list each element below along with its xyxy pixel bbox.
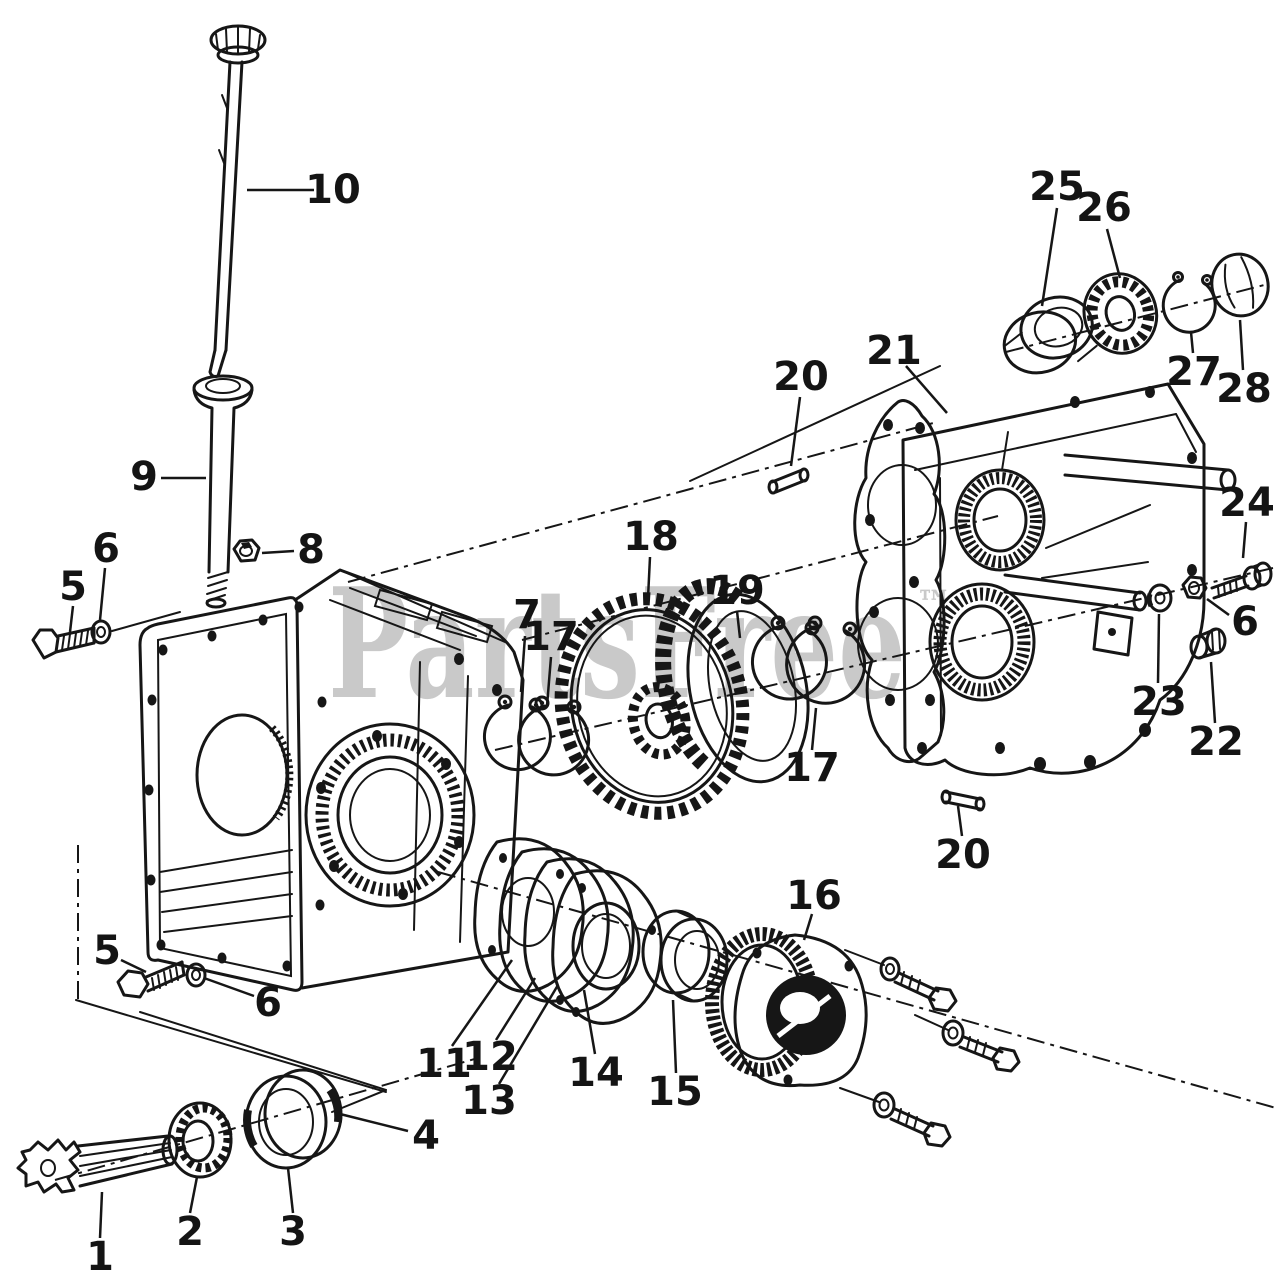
callout-25: 25 — [1029, 164, 1085, 210]
callout-17b: 17 — [784, 745, 840, 791]
callout-5a: 5 — [59, 564, 87, 610]
callout-4: 4 — [412, 1113, 440, 1159]
callout-leader-6b — [203, 976, 255, 998]
callout-leader-5a — [68, 605, 75, 633]
plug-22-drawing — [1189, 627, 1227, 660]
callout-leader-20b — [956, 805, 964, 837]
bearing-cup-3-drawing — [243, 1068, 343, 1170]
callout-17a: 17 — [523, 614, 579, 660]
callout-leader-17b — [810, 707, 818, 751]
callout-11: 11 — [416, 1041, 472, 1087]
callout-leader-2 — [188, 1176, 199, 1214]
callout-15: 15 — [647, 1069, 703, 1115]
callout-leader-12 — [494, 977, 537, 1041]
main-case-drawing — [138, 568, 525, 992]
callout-leader-7 — [519, 635, 527, 693]
callout-leader-19 — [735, 610, 742, 639]
callout-leader-24 — [1241, 521, 1248, 559]
callout-19: 19 — [709, 568, 765, 614]
callout-12: 12 — [462, 1034, 518, 1080]
callout-leader-11 — [450, 959, 514, 1047]
callout-leader-3 — [286, 1167, 295, 1214]
input-shaft-1-drawing — [16, 1134, 179, 1194]
callout-20b: 20 — [935, 832, 991, 878]
output-flange-16-drawing — [705, 927, 868, 1088]
callout-leader-8 — [261, 549, 295, 555]
bearing-cone-26-drawing — [1082, 272, 1159, 355]
rear-housing-drawing — [901, 382, 1237, 777]
washer-6-lower-drawing — [185, 962, 207, 988]
cap-28-drawing — [1210, 252, 1270, 318]
callout-28: 28 — [1216, 366, 1272, 412]
callout-leader-6a — [98, 567, 107, 621]
callout-leader-1 — [98, 1191, 104, 1239]
callout-5b: 5 — [93, 928, 121, 974]
stud-20-upper-drawing — [767, 467, 810, 495]
callout-1: 1 — [86, 1234, 114, 1280]
callout-leader-25 — [1040, 207, 1059, 307]
callout-7: 7 — [513, 592, 541, 638]
flange-bolts-drawing — [872, 956, 1021, 1148]
callout-leader-17a — [545, 656, 553, 707]
callout-leader-13 — [497, 984, 560, 1085]
bearing-2-drawing — [167, 1101, 233, 1179]
stud-20-lower-drawing — [940, 789, 986, 812]
callout-21: 21 — [866, 328, 922, 374]
callout-16: 16 — [786, 873, 842, 919]
callout-leader-21 — [905, 365, 948, 414]
callout-3: 3 — [279, 1209, 307, 1255]
nut-6-right-drawing — [1181, 575, 1208, 600]
dipstick-drawing — [208, 24, 267, 378]
callout-leader-15 — [671, 999, 678, 1074]
callout-20a: 20 — [773, 354, 829, 400]
snap-ring-17-right-pair-drawing — [750, 615, 867, 705]
callout-6c: 6 — [1231, 599, 1259, 645]
washer-23-drawing — [1146, 583, 1173, 613]
callout-14: 14 — [568, 1050, 624, 1096]
watermark-text: PartsFree — [328, 554, 906, 733]
gear-18-drawing — [554, 592, 750, 820]
callout-leader-28 — [1238, 319, 1245, 371]
callout-8: 8 — [297, 527, 325, 573]
callout-26: 26 — [1076, 185, 1132, 231]
washer-6-upper-drawing — [90, 619, 112, 645]
centerlines — [54, 283, 1276, 1181]
callout-leader-23 — [1156, 613, 1161, 684]
callout-18: 18 — [623, 514, 679, 560]
callout-6b: 6 — [254, 980, 282, 1026]
callout-leader-14 — [582, 989, 597, 1055]
callout-leader-22 — [1209, 661, 1217, 724]
callout-6a: 6 — [92, 526, 120, 572]
bolt-24-drawing — [1210, 561, 1273, 600]
callout-leader-6c — [1206, 597, 1230, 617]
callout-leader-20a — [789, 396, 802, 467]
callout-leader-26 — [1105, 228, 1122, 279]
callout-27: 27 — [1166, 349, 1222, 395]
snap-ring-27-drawing — [1161, 271, 1217, 334]
callout-leader-18 — [646, 556, 652, 599]
callout-13: 13 — [461, 1078, 517, 1124]
callout-23: 23 — [1131, 679, 1187, 725]
callout-24: 24 — [1219, 480, 1275, 526]
nut-8-drawing — [232, 538, 261, 563]
dipstick-tube-drawing — [192, 374, 254, 609]
watermark: PartsFree ™ — [328, 554, 952, 733]
callout-leader-4 — [339, 1112, 409, 1133]
shim-plates-drawing — [473, 837, 663, 1025]
callout-2: 2 — [176, 1209, 204, 1255]
bearing-cup-15-drawing — [641, 909, 729, 1003]
callout-9: 9 — [130, 454, 158, 500]
callout-10: 10 — [305, 167, 361, 213]
callout-leader-5b — [120, 958, 147, 974]
callout-leader-27 — [1189, 331, 1195, 354]
callout-leader-16 — [802, 913, 814, 941]
bolt-5-lower-drawing — [116, 960, 186, 999]
bolt-5-upper-drawing — [31, 626, 96, 660]
callout-22: 22 — [1188, 719, 1244, 765]
